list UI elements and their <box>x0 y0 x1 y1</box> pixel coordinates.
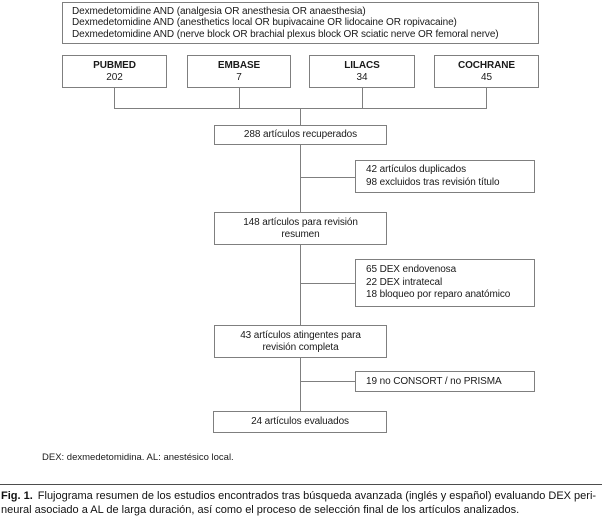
database-count: 34 <box>356 71 368 83</box>
database-count: 7 <box>236 71 242 83</box>
flow-box-retrieved: 288 artículos recuperados <box>214 125 387 145</box>
flow-box-evaluated: 24 artículos evaluados <box>213 411 387 433</box>
flow-box-full-review-label: 43 artículos atingentes para revisión co… <box>240 329 361 353</box>
connector-full-to-evaluated <box>300 358 301 411</box>
connector-stub-lilacs <box>362 88 363 108</box>
database-name: EMBASE <box>217 59 261 71</box>
flow-box-full-review: 43 artículos atingentes para revisión co… <box>214 325 387 358</box>
flow-box-abstract-review-label: 148 artículos para revisión resumen <box>243 216 358 240</box>
connector-stub-embase <box>239 88 240 108</box>
exclusion-box-dex-routes: 65 DEX endovenosa 22 DEX intratecal 18 b… <box>355 259 535 307</box>
exclusion-box-duplicates-titles-label: 42 artículos duplicados 98 excluidos tra… <box>366 164 500 188</box>
database-box-lilacs: LILACS 34 <box>309 55 415 88</box>
exclusion-box-no-consort-prisma-label: 19 no CONSORT / no PRISMA <box>366 375 502 387</box>
connector-stub-pubmed <box>114 88 115 108</box>
search-strategy-box: Dexmedetomidine AND (analgesia OR anesth… <box>62 2 539 44</box>
search-strategy-line-3: Dexmedetomidine AND (nerve block OR brac… <box>72 28 499 40</box>
figure-caption-text-1: Flujograma resumen de los estudios encon… <box>37 490 597 502</box>
database-count: 45 <box>481 71 492 83</box>
database-box-pubmed: PUBMED 202 <box>62 55 167 88</box>
connector-branch-exclusion-1 <box>300 177 355 178</box>
flow-box-retrieved-label: 288 artículos recuperados <box>243 129 358 140</box>
connector-to-retrieved <box>300 108 301 125</box>
database-name: PUBMED <box>93 59 136 71</box>
caption-divider <box>0 484 602 485</box>
database-name: COCHRANE <box>458 59 515 71</box>
figure-caption-line-1: Fig. 1. Flujograma resumen de los estudio… <box>1 490 601 504</box>
exclusion-box-no-consort-prisma: 19 no CONSORT / no PRISMA <box>355 371 535 392</box>
flow-box-abstract-review: 148 artículos para revisión resumen <box>214 212 387 245</box>
database-count: 202 <box>106 71 123 83</box>
connector-stub-cochrane <box>486 88 487 108</box>
figure-caption-text-2: neural asociado a AL de larga duración, … <box>1 503 520 516</box>
figure-footnote: DEX: dexmedetomidina. AL: anestésico loc… <box>42 452 234 463</box>
database-box-cochrane: COCHRANE 45 <box>434 55 539 88</box>
connector-retrieved-to-abstract <box>300 145 301 212</box>
search-strategy-line-2: Dexmedetomidine AND (anesthetics local O… <box>72 17 457 29</box>
connector-abstract-to-full <box>300 245 301 325</box>
search-strategy-line-1: Dexmedetomidine AND (analgesia OR anesth… <box>72 5 366 17</box>
flow-box-evaluated-label: 24 artículos evaluados <box>251 416 349 427</box>
exclusion-box-dex-routes-label: 65 DEX endovenosa 22 DEX intratecal 18 b… <box>366 264 511 301</box>
connector-branch-exclusion-3 <box>300 381 355 382</box>
connector-branch-exclusion-2 <box>300 283 355 284</box>
database-name: LILACS <box>344 59 380 71</box>
figure-caption-label: Fig. 1. <box>1 490 33 502</box>
database-box-embase: EMBASE 7 <box>187 55 291 88</box>
figure-caption-line-2: neural asociado a AL de larga duración, … <box>1 504 601 518</box>
figure-caption: Fig. 1. Flujograma resumen de los estudio… <box>1 490 601 517</box>
exclusion-box-duplicates-titles: 42 artículos duplicados 98 excluidos tra… <box>355 160 535 193</box>
